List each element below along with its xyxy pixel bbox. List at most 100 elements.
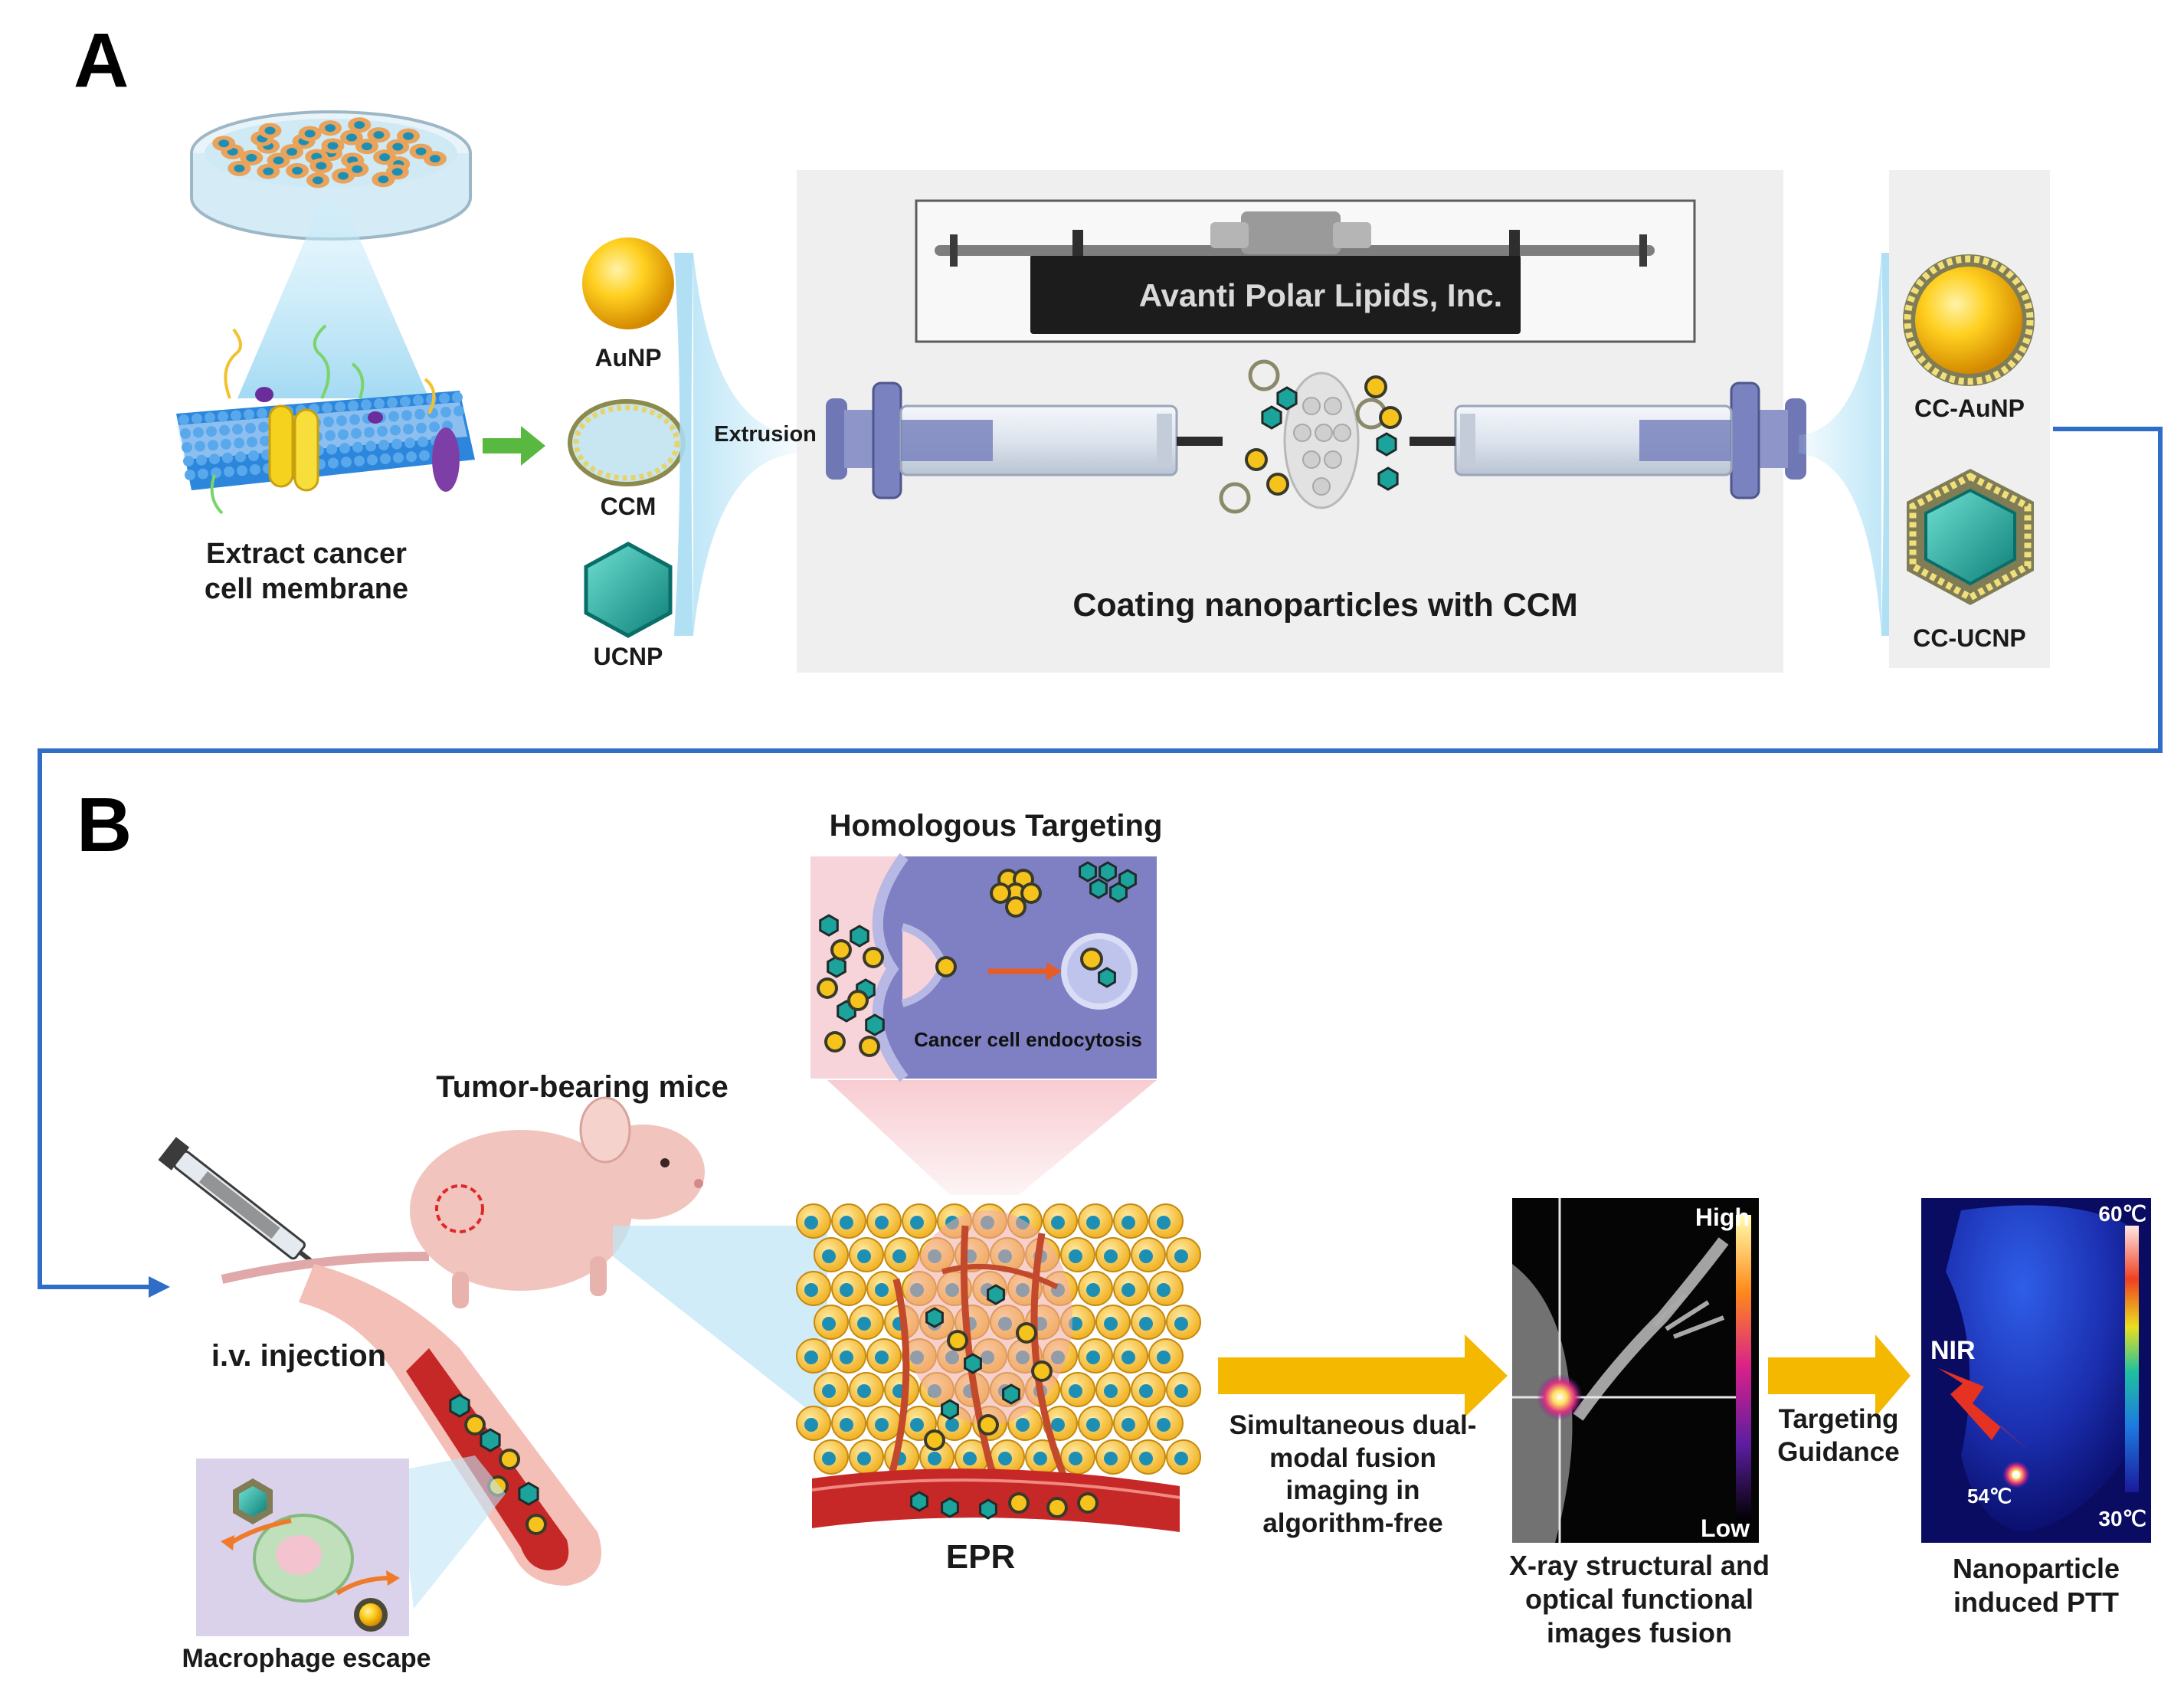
lipid-head	[221, 438, 231, 450]
lipid-head	[235, 451, 246, 463]
teal-particle	[865, 1013, 885, 1036]
lipid-head	[222, 452, 233, 463]
dish-cell-nucleus	[361, 142, 372, 151]
tumor-core	[904, 1210, 1072, 1425]
lipid-head	[339, 443, 350, 454]
zoom-beam	[827, 1080, 1157, 1195]
panel-b-letter: B	[77, 782, 133, 868]
lipid-head	[178, 414, 189, 425]
tumor-cell-nucleus	[1157, 1283, 1171, 1297]
lipid-head	[388, 411, 399, 422]
tumor-cell-nucleus	[1139, 1452, 1153, 1465]
lipid-head	[419, 450, 430, 461]
tumor-cell-nucleus	[1104, 1249, 1118, 1263]
tumor-cell-nucleus	[1086, 1283, 1100, 1297]
teal-particle	[925, 1307, 944, 1328]
cell-membrane-illustration	[176, 324, 475, 515]
dish-cell-nucleus	[392, 142, 404, 151]
lipid-head	[377, 426, 388, 437]
injection-syringe	[158, 1137, 320, 1269]
lipid-head	[206, 426, 217, 437]
flow-connector	[38, 427, 2163, 1289]
dish-cell-nucleus	[379, 153, 391, 162]
green-arrow	[483, 426, 545, 466]
filter-membrane	[1283, 372, 1360, 509]
teal-particle	[941, 1497, 959, 1518]
xray-high-label: High	[1695, 1203, 1750, 1231]
teal-particle	[1377, 467, 1399, 491]
tumor-cell-nucleus	[1174, 1452, 1188, 1465]
gold-core	[1269, 476, 1286, 493]
dish-cell-nucleus	[391, 168, 403, 176]
xray-fusion-image	[1512, 1198, 1759, 1543]
lipid-head	[180, 428, 191, 439]
tumor-cell-nucleus	[998, 1452, 1012, 1465]
lipid-head	[403, 424, 414, 435]
mice-label: Tumor-bearing mice	[436, 1070, 729, 1104]
lipid-head	[198, 468, 208, 480]
injection-label: i.v. injection	[211, 1339, 387, 1373]
extract-label: Extract cancer cell membrane	[204, 538, 409, 606]
tumor-cell-nucleus	[822, 1452, 836, 1465]
tumor-beam	[613, 1226, 827, 1425]
dish-cell-nucleus	[292, 166, 303, 175]
dish-cell-nucleus	[287, 148, 298, 156]
lipid-head	[325, 430, 336, 441]
lipid-head	[406, 451, 417, 463]
tumor-cell-nucleus	[804, 1351, 818, 1364]
left-syringe	[826, 381, 1223, 499]
endocytosis-label: Cancer cell endocytosis	[914, 1028, 1142, 1051]
gold-core	[1019, 1325, 1034, 1341]
tumor-cell-nucleus	[875, 1216, 889, 1229]
teal-particle	[1002, 1383, 1020, 1405]
gold-core	[1382, 409, 1399, 426]
tumor-cell-nucleus	[1104, 1317, 1118, 1331]
tumor-cell-nucleus	[840, 1351, 853, 1364]
dish-cell-nucleus	[304, 129, 316, 138]
lipid-head	[192, 413, 202, 424]
ccm-label: CCM	[600, 493, 657, 520]
lipid-head	[439, 393, 450, 404]
teal-particle	[1276, 386, 1298, 411]
dish-cell-nucleus	[263, 167, 274, 175]
targeting-label: Targeting Guidance	[1777, 1404, 1900, 1467]
lipid-head	[413, 395, 424, 406]
lipid-head	[349, 414, 360, 425]
lipid-head	[336, 415, 347, 427]
lipid-head	[335, 401, 345, 413]
ccm-vesicle	[1219, 482, 1251, 514]
dish-cell-nucleus	[337, 172, 349, 180]
tumor-cell-nucleus	[1174, 1384, 1188, 1398]
tumor-cell-nucleus	[1051, 1216, 1065, 1229]
gold-core	[820, 981, 835, 996]
teal-particle	[819, 914, 839, 937]
tumor-cell-nucleus	[1139, 1317, 1153, 1331]
teal-particle	[480, 1428, 501, 1452]
gold-core	[833, 942, 849, 958]
teal-particle	[979, 1498, 997, 1520]
tumor-cell-nucleus	[1086, 1351, 1100, 1364]
tumor-cell-nucleus	[910, 1418, 924, 1432]
lipid-head	[374, 398, 385, 409]
tumor-cell-nucleus	[875, 1351, 889, 1364]
lipid-head	[250, 464, 260, 475]
lipid-head	[417, 436, 428, 447]
tumor-cell-nucleus	[1104, 1452, 1118, 1465]
tumor-cell-nucleus	[1157, 1418, 1171, 1432]
lipid-head	[208, 440, 218, 451]
lipid-head	[237, 465, 247, 476]
filter-pore	[1293, 424, 1311, 442]
tumor-cell-nucleus	[804, 1418, 818, 1432]
aunp-label: AuNP	[594, 344, 662, 372]
dish-cell-nucleus	[273, 156, 284, 165]
xray-low-label: Low	[1701, 1514, 1750, 1542]
lipid-head	[182, 442, 192, 453]
tumor-cell-nucleus	[822, 1384, 836, 1398]
homologous-title: Homologous Targeting	[829, 809, 1163, 843]
lipid-head	[453, 405, 464, 417]
tumor-cell-nucleus	[1121, 1283, 1135, 1297]
teal-particle	[1079, 861, 1097, 882]
gold-core	[1011, 1495, 1027, 1511]
